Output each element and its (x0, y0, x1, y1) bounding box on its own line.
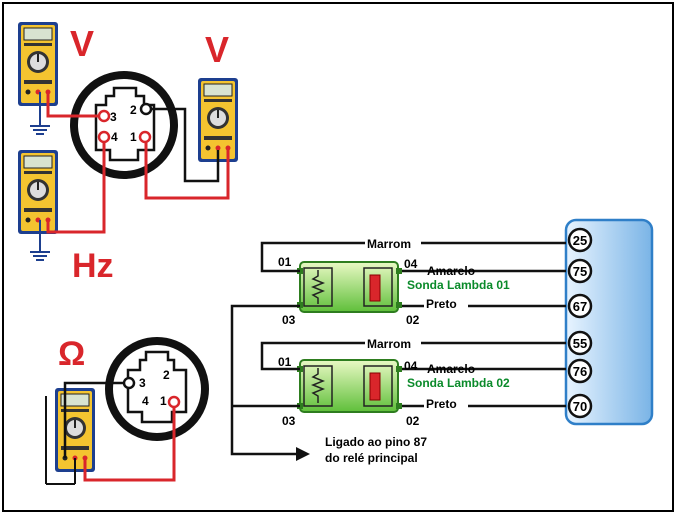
sensor-pin-04: 04 (404, 257, 418, 271)
wire-label-preto: Preto (426, 297, 457, 311)
top-pin-1: 1 (130, 130, 137, 144)
label-backdrop (365, 236, 421, 250)
lambda-sensor-1 (297, 261, 402, 313)
ecu-pin-label: 70 (573, 399, 587, 414)
ground-icon (29, 243, 51, 261)
bottom-pin-3: 3 (139, 376, 146, 390)
wire-red (83, 407, 176, 482)
top-pin-3: 3 (110, 110, 117, 124)
label-backdrop (424, 397, 468, 411)
sensor-pin-02: 02 (406, 414, 420, 428)
wire-red (46, 92, 99, 118)
label-backdrop (424, 297, 468, 311)
ecu-pin-label: 67 (573, 299, 587, 314)
ecu-pin-label: 55 (573, 336, 587, 351)
sensor-pin-03: 03 (282, 313, 296, 327)
ecu-pin (567, 393, 593, 419)
wire-label-preto: Preto (426, 397, 457, 411)
relay-note-line2: do relé principal (325, 451, 418, 465)
sensor-name: Sonda Lambda 02 (407, 376, 510, 390)
volt-symbol-right: V (205, 29, 229, 70)
hertz-symbol: Hz (72, 247, 114, 285)
bottom-pin-2: 2 (163, 368, 170, 382)
wire-relay-supply (230, 304, 300, 456)
ecu-pin-label: 25 (573, 233, 587, 248)
ecu-pin (567, 293, 593, 319)
ecu-pin-label: 75 (573, 264, 587, 279)
lambda-sensor-2 (297, 359, 402, 413)
sensor-pin-01: 01 (278, 355, 292, 369)
ecu-pin (567, 227, 593, 253)
wire-black (151, 107, 220, 183)
wire-label-marrom: Marrom (367, 337, 411, 351)
multimeter-icon (17, 149, 59, 235)
volt-symbol-left: V (70, 23, 94, 64)
top-pin-4: 4 (111, 130, 118, 144)
multimeter-icon (197, 77, 239, 163)
wire-black (63, 381, 124, 458)
label-backdrop (365, 336, 421, 350)
sensor-pin-04: 04 (404, 359, 418, 373)
arrow-icon (296, 447, 310, 461)
connector-top (70, 71, 178, 179)
ohm-symbol: Ω (58, 335, 85, 373)
sensor-pin-03: 03 (282, 414, 296, 428)
relay-note-line1: Ligado ao pino 87 (325, 435, 427, 449)
wire-red (46, 142, 106, 234)
wire-label-amarelo: Amarelo (427, 264, 475, 278)
wire-label-marrom: Marrom (367, 237, 411, 251)
ecu-pin-label: 76 (573, 364, 587, 379)
sensor-pin-01: 01 (278, 255, 292, 269)
ground-icon (29, 117, 51, 135)
connector-bottom (105, 337, 209, 441)
ecu-pin (567, 330, 593, 356)
ecu-pin (567, 358, 593, 384)
wire-red (144, 142, 230, 200)
sensor-pin-02: 02 (406, 313, 420, 327)
bottom-pin-4: 4 (142, 394, 149, 408)
bottom-pin-1: 1 (160, 394, 167, 408)
top-pin-2: 2 (130, 103, 137, 117)
ecu-pin (567, 258, 593, 284)
wire-label-amarelo: Amarelo (427, 362, 475, 376)
multimeter-icon (17, 21, 59, 107)
sensor-name: Sonda Lambda 01 (407, 278, 510, 292)
